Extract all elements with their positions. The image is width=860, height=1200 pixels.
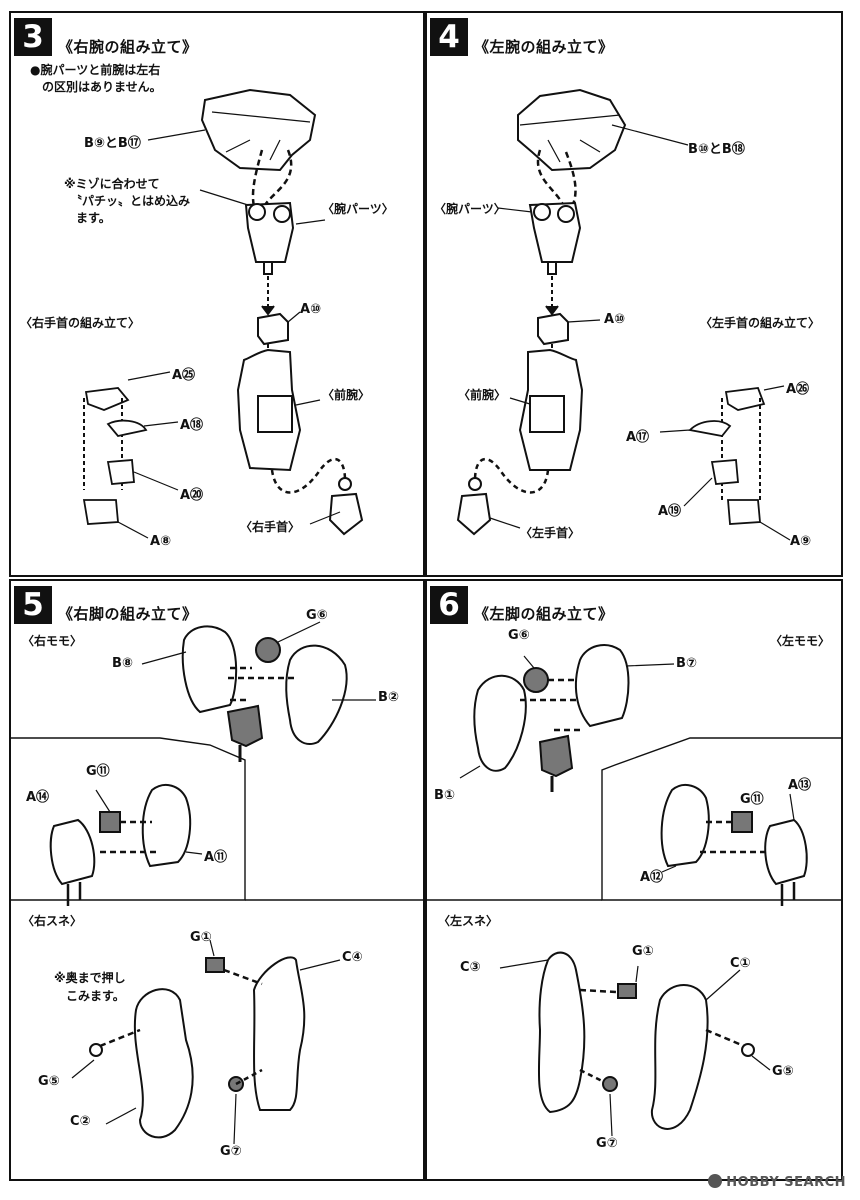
step-5-push-line-1: ※奥まで押し [54, 971, 126, 985]
step-6-a12-label: A⑫ [640, 870, 664, 885]
step-4-a19-label: A⑲ [658, 504, 682, 519]
step-4-number: 4 [430, 18, 468, 56]
step-6-g5-label: G⑤ [772, 1064, 794, 1079]
step-6-b7-label: B⑦ [676, 656, 697, 671]
left-shin-diagram [499, 951, 771, 1137]
step-3-a18-label: A⑱ [180, 418, 204, 433]
step-3-part-b-label: B⑨とB⑰ [84, 136, 141, 151]
step-6-g1-label: G① [632, 944, 654, 959]
step-4-forearm-label: 〈前腕〉 [458, 388, 507, 402]
step-6-b1-label: B① [434, 788, 455, 803]
step-5-g5-label: G⑤ [38, 1074, 60, 1089]
watermark: HOBBY SEARCH [708, 1174, 846, 1190]
step-5-g1-label: G① [190, 930, 212, 945]
step-5-a14-label: A⑭ [26, 790, 50, 805]
step-5-g6-label: G⑥ [306, 608, 328, 623]
panel-frames [9, 11, 843, 1181]
watermark-text: HOBBY SEARCH [726, 1175, 846, 1190]
step-3-a8-label: A⑧ [150, 534, 172, 549]
left-wrist-parts [659, 385, 791, 541]
step-5-g11-label: G⑪ [86, 764, 110, 779]
step-6-thigh-label: 〈左モモ〉 [770, 634, 831, 648]
step-5-title: 《右脚の組み立て》 [58, 605, 198, 623]
step-4-arm-part-label: 〈腕パーツ〉 [434, 202, 506, 216]
step-6-g7-label: G⑦ [596, 1136, 618, 1151]
step-4-part-b-label: B⑩とB⑱ [688, 142, 745, 157]
step-6-title: 《左脚の組み立て》 [474, 605, 614, 623]
right-arm-diagram [147, 88, 364, 536]
step-3-groove-line-1: ※ミゾに合わせて [64, 177, 160, 191]
step-4-wrist-label: 〈左手首〉 [520, 526, 581, 540]
step-6-c3-label: C③ [460, 960, 481, 975]
step-4-wrist-title: 〈左手首の組み立て〉 [700, 316, 821, 330]
left-arm-diagram [456, 88, 689, 536]
step-4-a10-label: A⑩ [604, 312, 626, 327]
watermark-badge-icon [708, 1174, 723, 1188]
step-5-b8-label: B⑧ [112, 656, 133, 671]
step-5-b2-label: B② [378, 690, 399, 705]
left-thigh-diagram [459, 644, 675, 792]
step-5-c4-label: C④ [342, 950, 363, 965]
step-4-title: 《左腕の組み立て》 [474, 38, 614, 56]
step-3-number: 3 [14, 18, 52, 56]
step-6-c1-label: C① [730, 956, 751, 971]
step-4-a9-label: A⑨ [790, 534, 812, 549]
step-6-g11-label: G⑪ [740, 792, 764, 807]
step-3-wrist-label: 〈右手首〉 [240, 520, 301, 534]
step-5-push-line-2: こみます。 [66, 989, 125, 1003]
right-shin-diagram [71, 939, 341, 1145]
step-3-a20-label: A⑳ [180, 488, 204, 503]
step-3-arm-part-label: 〈腕パーツ〉 [322, 202, 394, 216]
step-3-wrist-title: 〈右手首の組み立て〉 [20, 316, 141, 330]
step-5-shin-label: 〈右スネ〉 [22, 914, 83, 928]
step-6-a13-label: A⑬ [788, 778, 812, 793]
left-thigh-detail [660, 783, 808, 906]
step-5-c2-label: C② [70, 1114, 91, 1129]
step-4-a17-label: A⑰ [626, 430, 650, 445]
step-3-title: 《右腕の組み立て》 [58, 38, 198, 56]
right-wrist-parts [82, 371, 179, 539]
step-3-note-line-1: ●腕パーツと前腕は左右 [30, 63, 161, 77]
step-3-forearm-label: 〈前腕〉 [322, 388, 371, 402]
right-thigh-detail [49, 783, 203, 906]
step-6-number: 6 [430, 586, 468, 624]
right-thigh-diagram [141, 621, 376, 762]
step-5-g7-label: G⑦ [220, 1144, 242, 1159]
step-6-g6-label: G⑥ [508, 628, 530, 643]
step-3-note-line-2: の区別はありません。 [42, 80, 162, 94]
step-3-a10-label: A⑩ [300, 302, 322, 317]
step-5-thigh-label: 〈右モモ〉 [22, 634, 83, 648]
step-5-number: 5 [14, 586, 52, 624]
step-3-groove-line-3: ます。 [76, 211, 111, 225]
step-5-a11-label: A⑪ [204, 850, 228, 865]
step-3-groove-line-2: 〝パチッ〟とはめ込み [70, 194, 191, 208]
callout-boxes [10, 737, 842, 901]
step-3-a25-label: A㉕ [172, 368, 196, 383]
step-4-a26-label: A㉖ [786, 382, 810, 397]
step-6-shin-label: 〈左スネ〉 [438, 914, 499, 928]
